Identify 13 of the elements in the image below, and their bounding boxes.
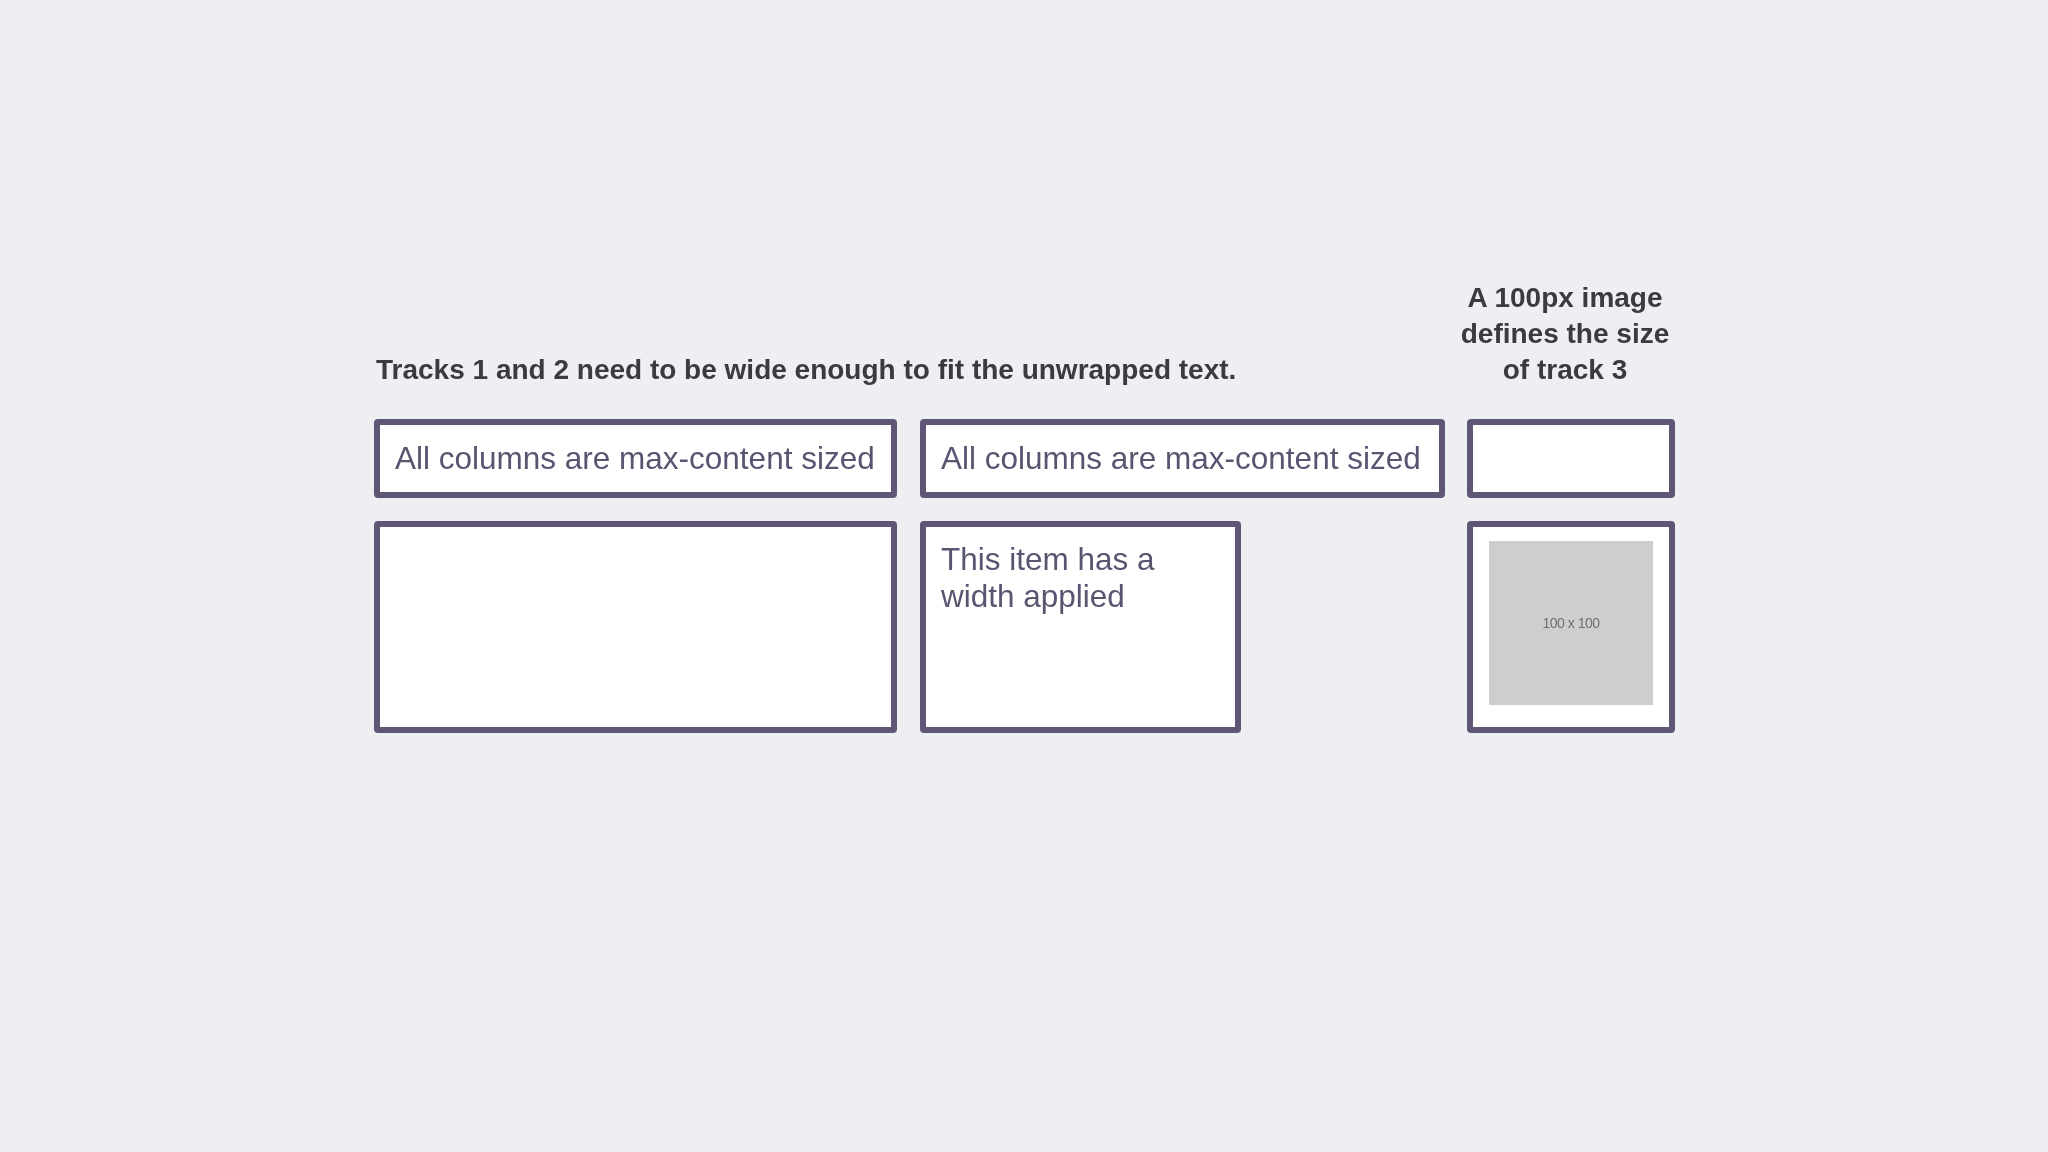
grid-item [920, 419, 1445, 498]
image-size-text: 100 x 100 [1542, 615, 1600, 631]
grid-item [920, 521, 1241, 733]
grid-item [1467, 419, 1675, 498]
grid-item [374, 419, 897, 498]
item-text: This item has a width applied [941, 541, 1155, 614]
annotation-text: Tracks 1 and 2 need to be wide enough to fit the unwrapped text. [376, 353, 1238, 387]
grid-item [1467, 521, 1675, 733]
placeholder-picture [1489, 541, 1653, 705]
item-text: All columns are max-content sized [395, 440, 875, 477]
item-text: All columns are max-content sized [941, 440, 1421, 477]
annotation-text: A 100px image defines the size of track 3 [1459, 281, 1671, 387]
grid-item [374, 521, 897, 733]
